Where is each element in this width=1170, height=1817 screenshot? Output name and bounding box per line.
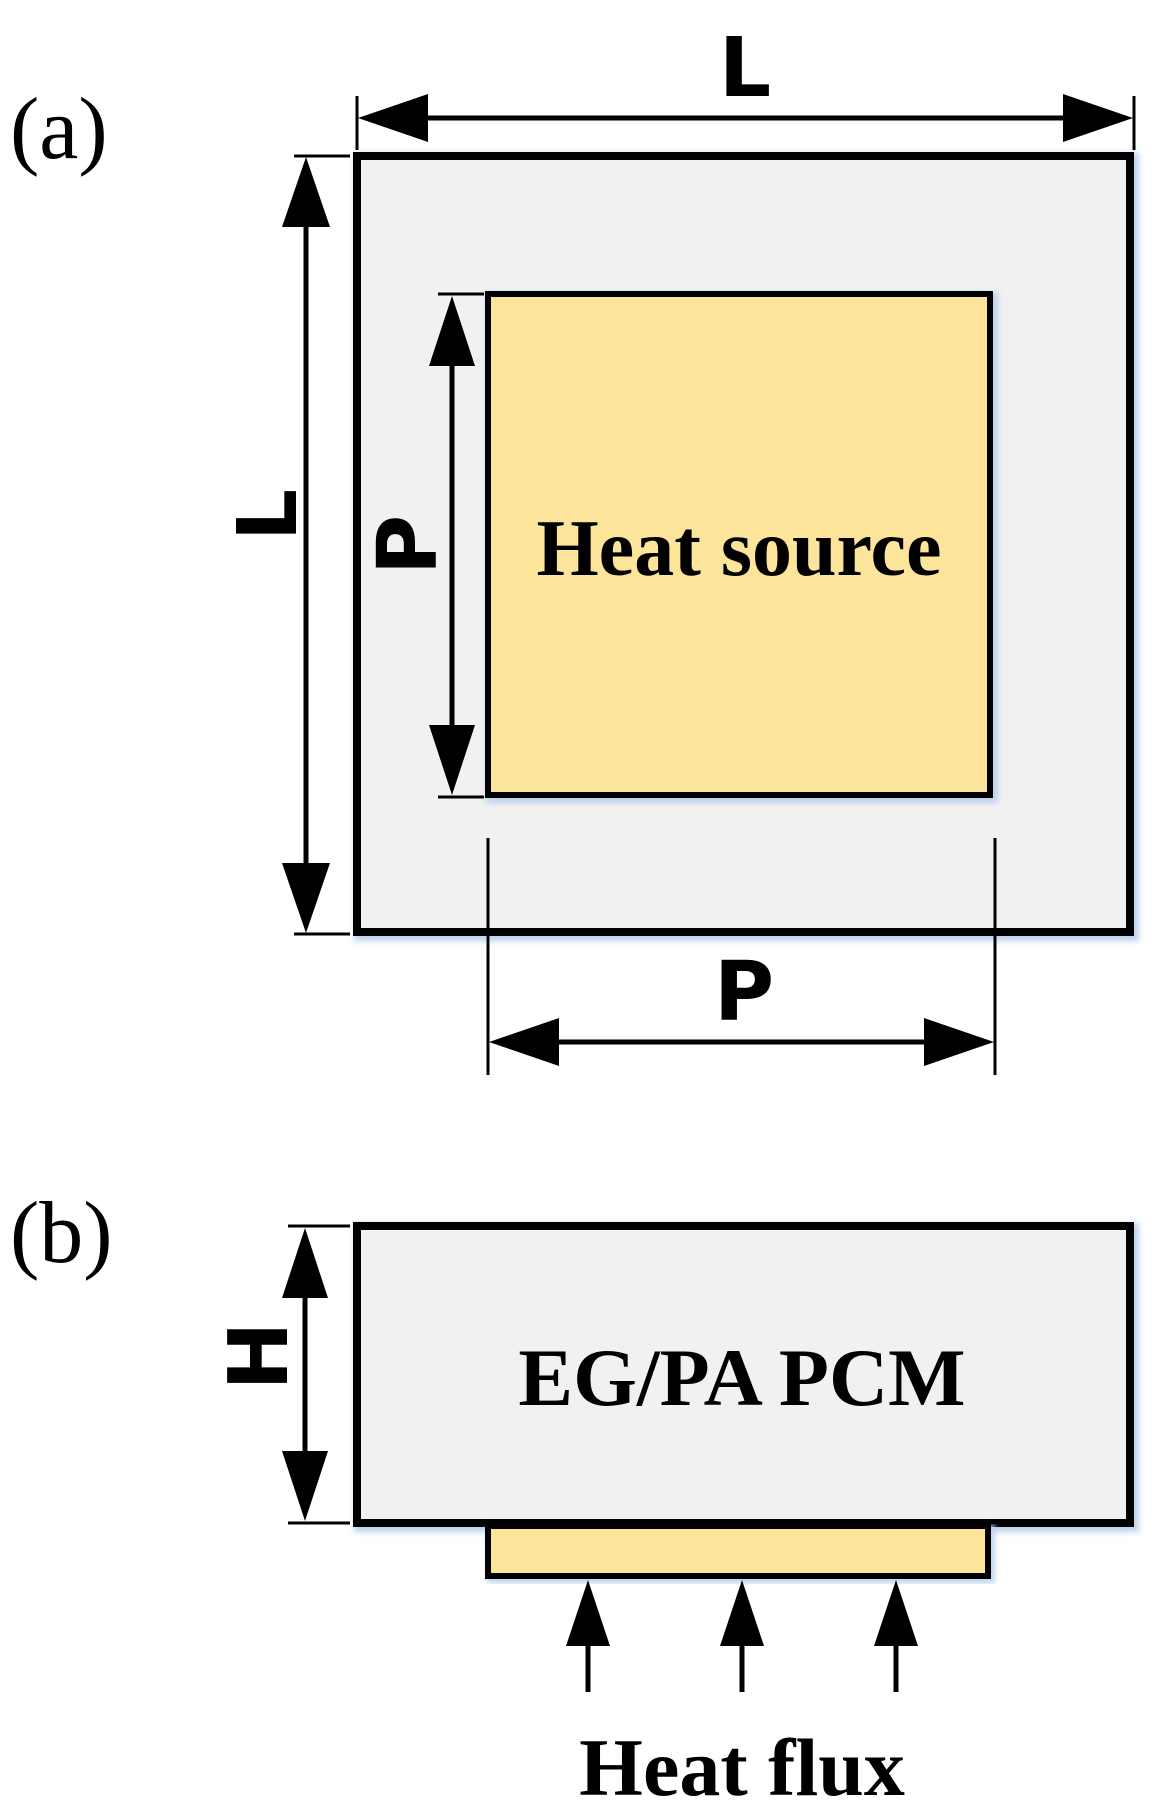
outer-height-dimension: L bbox=[221, 154, 350, 936]
heat-source-square bbox=[485, 291, 993, 798]
arrow-right-icon bbox=[1063, 94, 1133, 142]
panel-b: (b) EG/PA PCM H Heat flux bbox=[10, 1185, 1139, 1813]
arrow-down-icon bbox=[282, 863, 330, 933]
arrow-left-icon bbox=[358, 94, 428, 142]
outer-width-label: L bbox=[719, 21, 771, 116]
height-dimension: H bbox=[212, 1224, 350, 1525]
heat-source-label: Heat source bbox=[536, 505, 941, 593]
panel-a-label: (a) bbox=[10, 81, 108, 178]
arrow-down-icon bbox=[282, 1451, 328, 1521]
arrow-up-icon bbox=[282, 1228, 328, 1298]
height-label: H bbox=[212, 1322, 307, 1391]
arrow-left-icon bbox=[489, 1018, 559, 1066]
arrow-up-icon bbox=[720, 1580, 764, 1646]
arrow-right-icon bbox=[924, 1018, 994, 1066]
outer-height-label: L bbox=[221, 489, 316, 541]
arrow-up-icon bbox=[282, 157, 330, 227]
panel-b-label: (b) bbox=[10, 1185, 113, 1282]
arrow-up-icon bbox=[429, 296, 475, 366]
heater-strip bbox=[485, 1523, 991, 1579]
source-width-label: P bbox=[714, 945, 774, 1040]
source-height-label: P bbox=[361, 515, 456, 575]
arrow-down-icon bbox=[429, 725, 475, 795]
pcm-label: EG/PA PCM bbox=[518, 1332, 965, 1423]
heat-flux-label: Heat flux bbox=[579, 1722, 905, 1813]
outer-width-dimension: L bbox=[355, 21, 1136, 150]
arrow-up-icon bbox=[566, 1580, 610, 1646]
source-width-dimension: P bbox=[486, 838, 997, 1075]
source-height-dimension: P bbox=[361, 292, 484, 799]
panel-a: (a) Heat source L L bbox=[10, 21, 1139, 1075]
arrow-up-icon bbox=[874, 1580, 918, 1646]
heat-flux-arrows bbox=[566, 1580, 918, 1692]
